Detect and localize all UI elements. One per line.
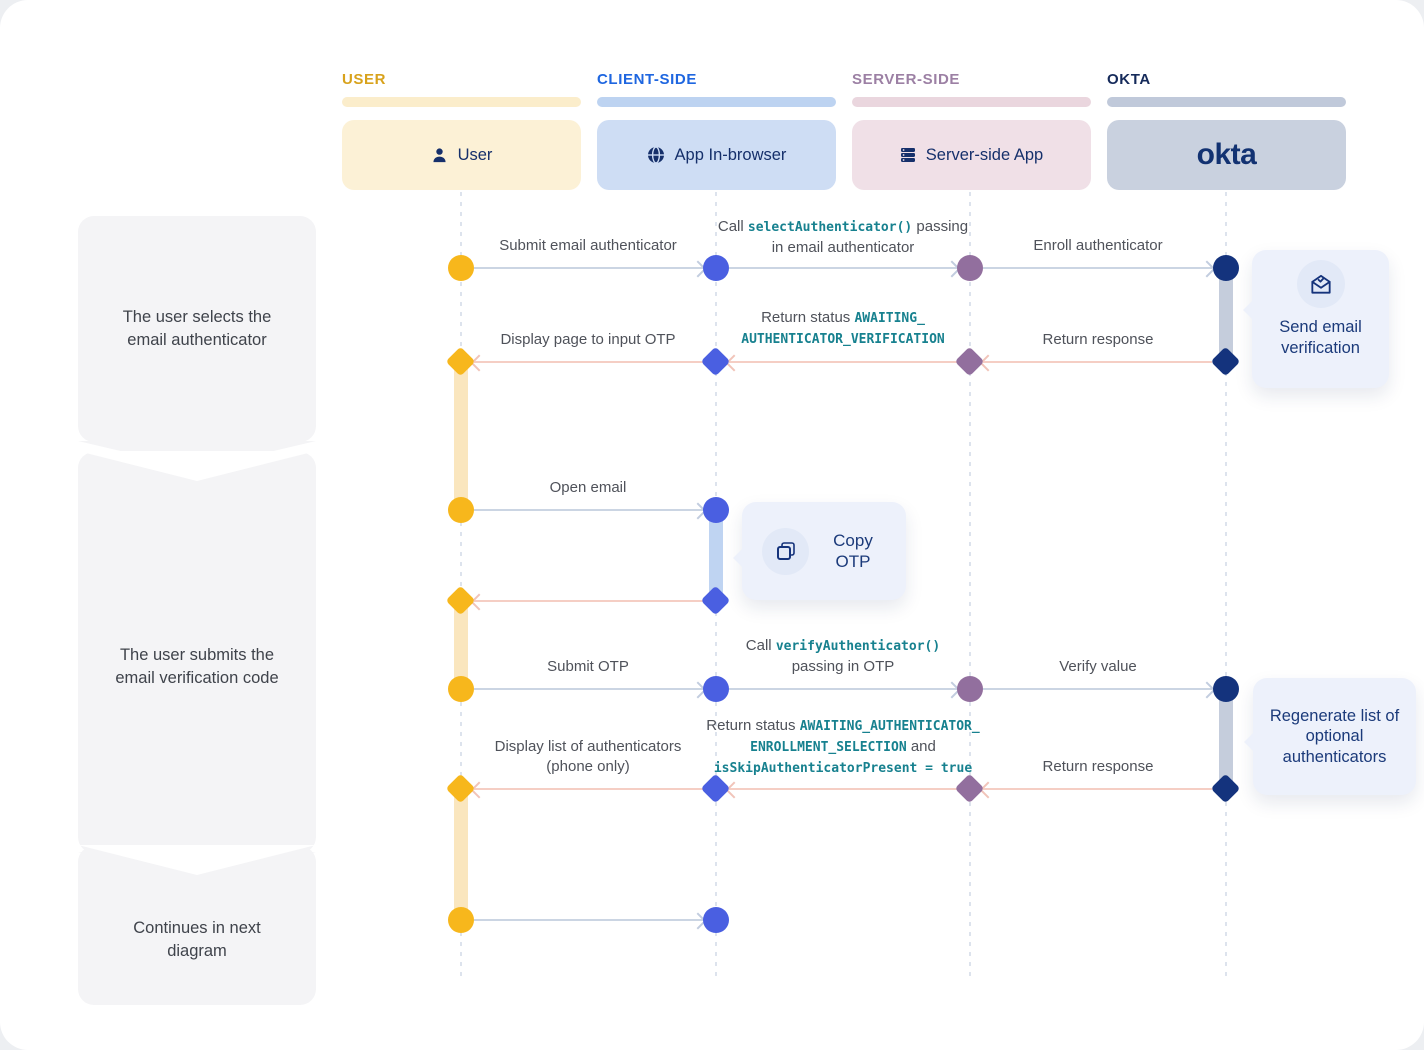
- lane-header-user: USER: [342, 71, 387, 88]
- server-node-circle: [957, 255, 983, 281]
- client-node-diamond: [700, 346, 731, 377]
- arrow-display-page-input-otp: [474, 361, 703, 363]
- lane-underline-server: [852, 97, 1091, 107]
- stage-note-3-label: Continues in next diagram: [133, 918, 261, 960]
- message-label-return-response-1: Return response: [1042, 331, 1154, 348]
- okta-node-circle: [1213, 255, 1239, 281]
- arrow-return-response-1: [983, 361, 1212, 363]
- mail-check-icon: [1296, 260, 1345, 308]
- message-label-display-page-input-otp: Display page to input OTP: [500, 331, 676, 348]
- actor-name-client: App In-browser: [674, 145, 787, 164]
- user-node-diamond: [445, 773, 476, 804]
- user-node-circle: [448, 676, 474, 702]
- arrow-copy-otp-return: [474, 600, 703, 602]
- lane-underline-client: [597, 97, 836, 107]
- activation-client-1: [709, 510, 723, 601]
- lifeline-server: [969, 192, 971, 980]
- tooltip-label: Copy OTP: [833, 531, 873, 571]
- arrow-return-response-2: [983, 788, 1212, 790]
- actor-box-client: App In-browser: [597, 120, 836, 190]
- arrow-display-list-authenticators: [474, 788, 703, 790]
- lifeline-okta: [1225, 192, 1227, 980]
- person-icon: [431, 147, 448, 164]
- stage-note-1: The user selects the email authenticator: [78, 216, 316, 469]
- tooltip-label: Send email verification: [1279, 318, 1362, 357]
- arrow-submit-email-authenticator: [474, 267, 703, 269]
- message-label-return-status-enrollment-selection: Return status AWAITING_AUTHENTICATOR_​EN…: [706, 717, 980, 776]
- arrow-verify-value: [983, 688, 1212, 690]
- copy-icon: [762, 527, 809, 575]
- server-node-diamond: [954, 346, 985, 377]
- lane-header-client: CLIENT-SIDE: [597, 71, 697, 88]
- tooltip-regenerate-list: Regenerate list of optional authenticato…: [1244, 678, 1416, 795]
- tooltip-tail: [1244, 732, 1264, 752]
- activation-user-1: [454, 362, 468, 510]
- server-node-circle: [957, 676, 983, 702]
- globe-icon: [647, 146, 665, 164]
- tooltip-copy-otp: Copy OTP: [733, 502, 906, 600]
- actor-name-server: Server-side App: [925, 145, 1044, 164]
- user-node-diamond: [445, 346, 476, 377]
- message-label-call-select-authenticator: Call selectAuthenticator() passing in em…: [717, 218, 969, 256]
- stage-note-3: Continues in next diagram: [78, 845, 316, 1005]
- chevron-notch: [78, 451, 316, 481]
- lane-header-okta: OKTA: [1107, 71, 1151, 88]
- stage-note-1-label: The user selects the email authenticator: [122, 308, 272, 349]
- server-icon: [900, 147, 916, 163]
- client-node-circle: [703, 497, 729, 523]
- arrow-return-status-enrollment-selection: [729, 788, 957, 790]
- okta-node-diamond: [1210, 773, 1241, 804]
- activation-user-3: [454, 789, 468, 920]
- tooltip-tail: [733, 548, 753, 568]
- client-node-diamond: [700, 585, 731, 616]
- user-node-circle: [448, 497, 474, 523]
- message-label-call-verify-authenticator: Call verifyAuthenticator() passing in OT…: [745, 637, 941, 675]
- actor-box-okta: okta: [1107, 120, 1346, 190]
- tooltip-label: Regenerate list of optional authenticato…: [1269, 706, 1400, 766]
- stage-note-2-label: The user submits the email verification …: [115, 645, 279, 687]
- stage-note-2: The user submits the email verification …: [78, 451, 316, 880]
- activation-user-2: [454, 601, 468, 689]
- lane-underline-user: [342, 97, 581, 107]
- message-label-submit-email-authenticator: Submit email authenticator: [499, 237, 677, 254]
- message-label-return-status-awaiting-verification: Return status AWAITING_​AUTHENTICATOR_VE…: [741, 309, 945, 347]
- okta-node-diamond: [1210, 346, 1241, 377]
- message-label-return-response-2: Return response: [1042, 758, 1154, 775]
- message-label-submit-otp: Submit OTP: [547, 658, 629, 675]
- user-node-diamond: [445, 585, 476, 616]
- arrow-return-status-awaiting-verification: [729, 361, 957, 363]
- arrow-submit-otp: [474, 688, 703, 690]
- message-label-open-email: Open email: [549, 479, 627, 496]
- arrow-continues-next-diagram: [474, 919, 703, 921]
- chevron-notch: [78, 845, 316, 875]
- arrow-open-email: [474, 509, 703, 511]
- message-label-verify-value: Verify value: [1059, 658, 1137, 675]
- client-node-circle: [703, 255, 729, 281]
- okta-node-circle: [1213, 676, 1239, 702]
- message-label-display-list-authenticators: Display list of authenticators (phone on…: [494, 738, 682, 775]
- client-node-circle: [703, 676, 729, 702]
- client-node-circle: [703, 907, 729, 933]
- tooltip-tail: [1243, 300, 1263, 320]
- actor-box-server: Server-side App: [852, 120, 1091, 190]
- message-label-enroll-authenticator: Enroll authenticator: [1033, 237, 1163, 254]
- activation-okta-1: [1219, 268, 1233, 362]
- lane-header-server: SERVER-SIDE: [852, 71, 961, 88]
- lane-underline-okta: [1107, 97, 1346, 107]
- arrow-call-select-authenticator: [729, 267, 957, 269]
- actor-name-user: User: [457, 145, 493, 164]
- activation-okta-2: [1219, 689, 1233, 789]
- tooltip-send-email-verification: Send email verification: [1243, 250, 1389, 388]
- arrow-enroll-authenticator: [983, 267, 1212, 269]
- okta-logo: okta: [1196, 138, 1257, 171]
- actor-box-user: User: [342, 120, 581, 190]
- user-node-circle: [448, 907, 474, 933]
- user-node-circle: [448, 255, 474, 281]
- arrow-call-verify-authenticator: [729, 688, 957, 690]
